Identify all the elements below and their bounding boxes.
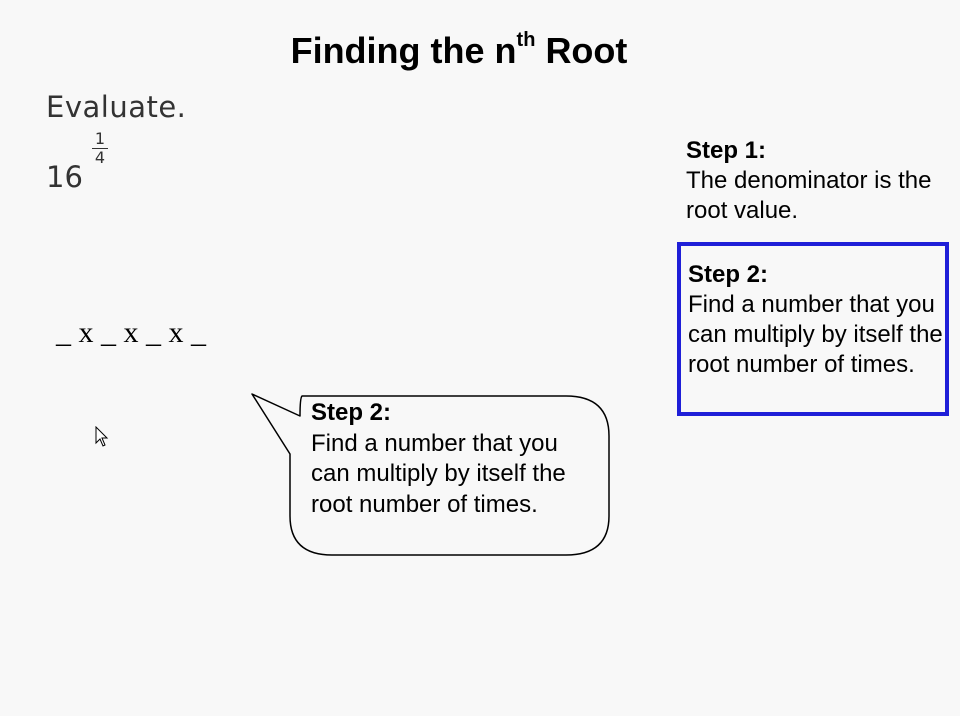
exponent-numerator: 1 <box>94 129 106 148</box>
callout-heading: Step 2: <box>311 399 392 426</box>
callout-bubble-shape <box>251 393 610 556</box>
expression-base: 16 <box>46 160 83 194</box>
expression-exponent: 1 4 <box>90 130 110 167</box>
step1-heading: Step 1: <box>686 137 767 164</box>
step2-box: Step 2: Find a number that you can multi… <box>677 242 949 416</box>
step2-box-body: Find a number that you can multiply by i… <box>688 291 943 378</box>
callout-body: Find a number that you can multiply by i… <box>311 429 566 518</box>
multiplication-blanks: _ x _ x _ x _ <box>56 316 206 349</box>
exponent-denominator: 4 <box>94 148 106 167</box>
step1-text: Step 1: The denominator is the root valu… <box>686 136 946 226</box>
step2-box-content: Step 2: Find a number that you can multi… <box>688 260 944 380</box>
title-superscript: th <box>516 29 536 51</box>
fraction-bar <box>92 148 108 149</box>
mouse-pointer-icon <box>95 426 109 447</box>
callout-text: Step 2: Find a number that you can multi… <box>311 398 601 520</box>
instruction-text: Evaluate. <box>46 90 187 124</box>
title-main: Finding the n <box>290 30 517 71</box>
page-title: Finding the nth Root <box>0 22 918 73</box>
title-tail: Root <box>545 30 628 71</box>
callout-bubble <box>251 393 610 556</box>
step1-body: The denominator is the root value. <box>686 167 932 224</box>
step2-box-heading: Step 2: <box>688 261 769 288</box>
